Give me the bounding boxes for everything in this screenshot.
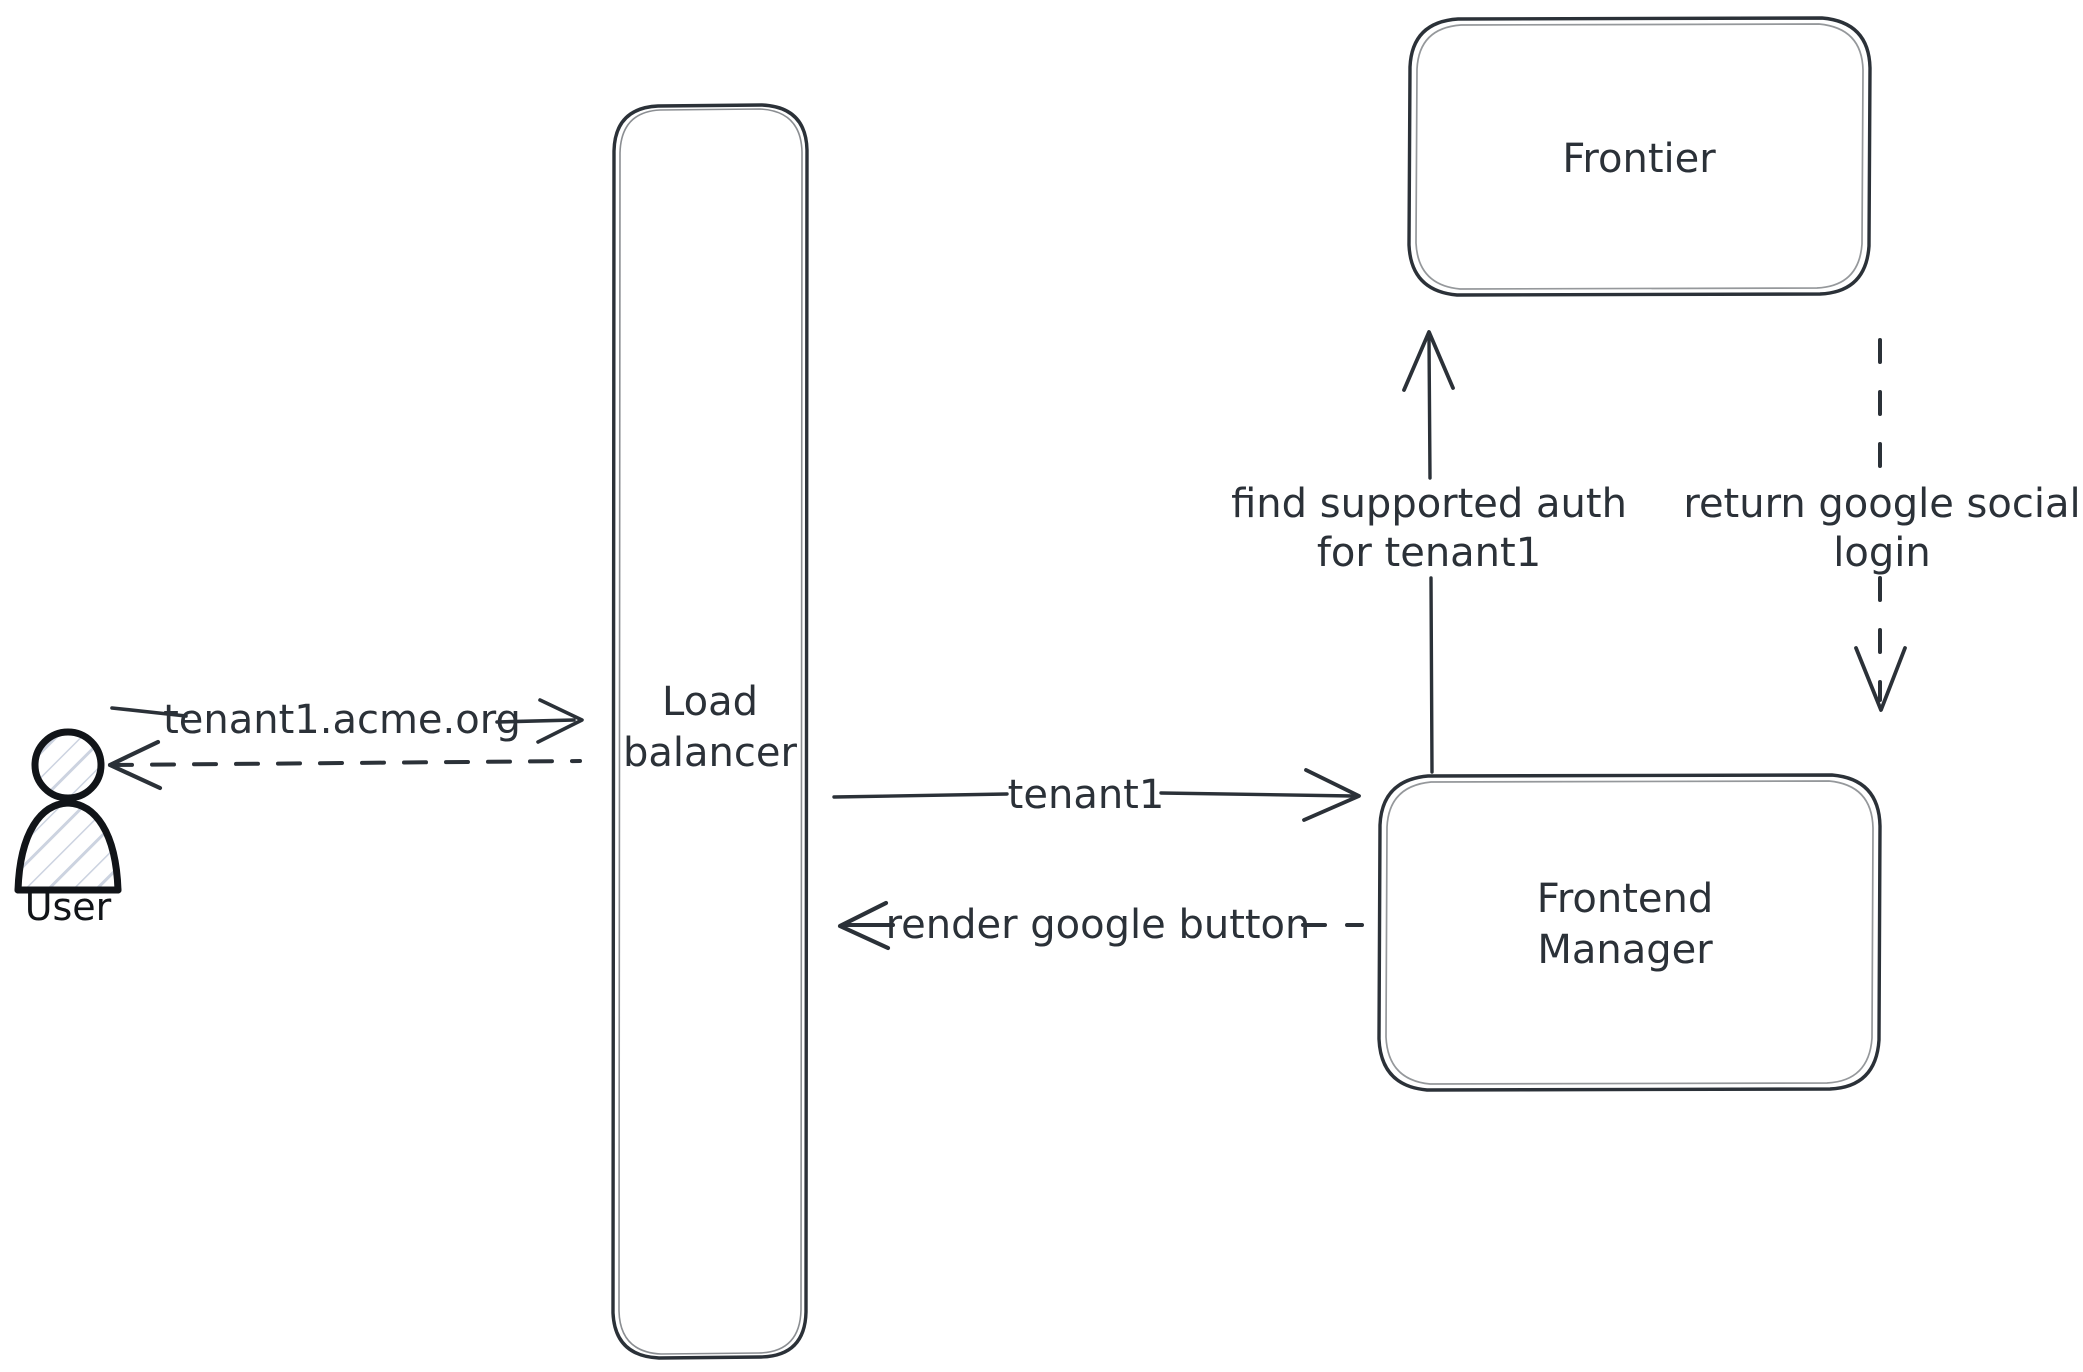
node-load-balancer[interactable] [611,103,809,1360]
actor-user [14,728,122,894]
edge-user-to-lb [110,698,584,744]
edge-lb-to-fm [832,768,1361,822]
node-frontend-manager-label-line1: Frontend [1537,876,1714,922]
edge-fm-to-lb-label: render google button [886,902,1311,948]
edge-fm-to-frontier-label-line1: find supported auth [1231,481,1627,527]
edge-fm-to-lb [837,900,1364,951]
actor-user-label: User [25,885,112,929]
edge-fm-to-frontier [1402,330,1455,774]
edge-frontier-to-fm [1854,338,1907,712]
edge-lb-to-user [107,739,582,791]
edge-frontier-to-fm-label-line1: return google social [1683,481,2080,527]
node-frontend-manager-label-line2: Manager [1537,927,1713,973]
user-body-icon [14,799,122,894]
node-frontier-label: Frontier [1562,136,1716,182]
node-frontend-manager[interactable] [1377,773,1882,1092]
edge-fm-to-frontier-label-line2: for tenant1 [1317,530,1541,576]
node-load-balancer-label-line1: Load [662,679,758,725]
user-head-icon [31,728,105,802]
edge-user-to-lb-label: tenant1.acme.org [163,697,521,743]
edge-frontier-to-fm-label-line2: login [1833,530,1930,576]
edge-lb-to-fm-label: tenant1 [1008,772,1165,818]
node-frontier[interactable] [1407,16,1872,297]
node-load-balancer-label-line2: balancer [623,730,797,776]
